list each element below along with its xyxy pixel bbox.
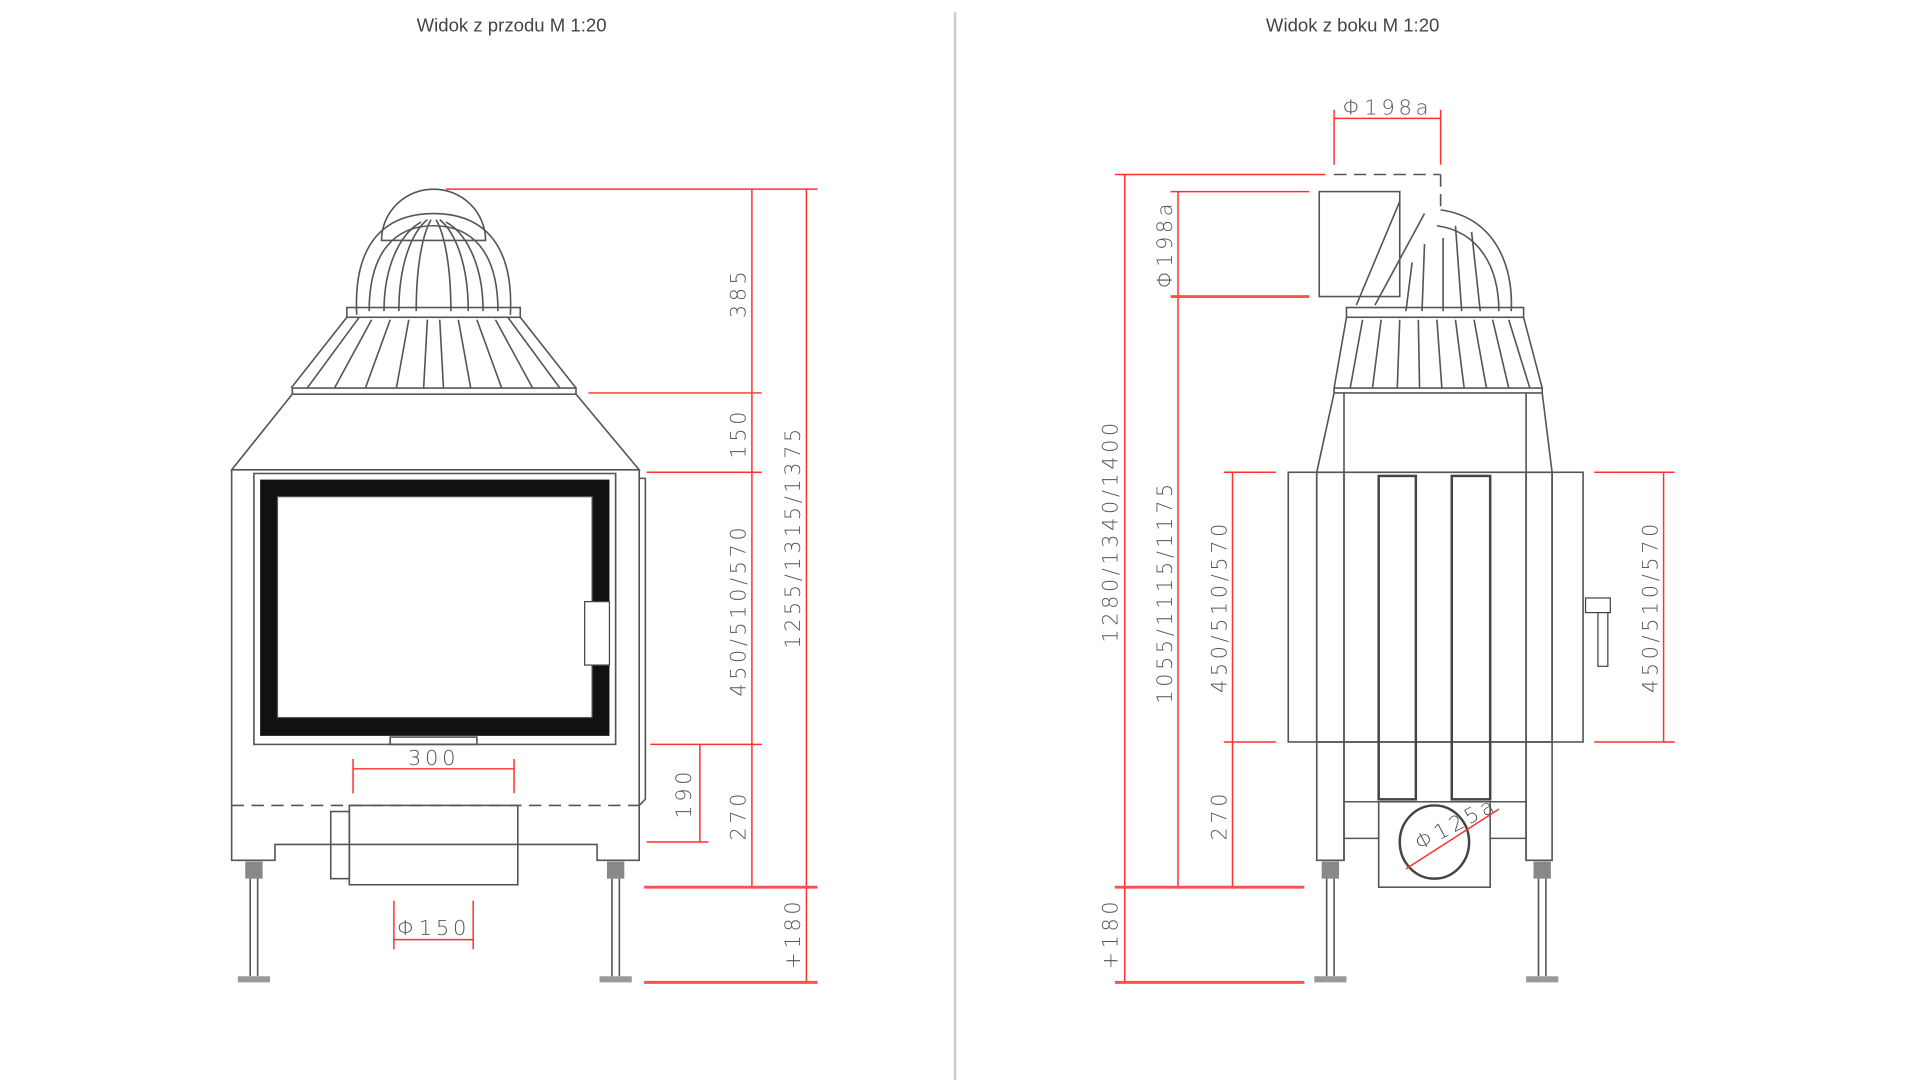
side-view-title: Widok z boku M 1:20 [1266, 15, 1439, 36]
leg-right [599, 861, 632, 983]
leg-left [237, 861, 271, 983]
dim-side-flue: Φ198a [1153, 200, 1177, 288]
dim-flue-height: 1055/1115/1175 [1153, 480, 1177, 704]
side-view: Widok z boku M 1:20 [1098, 15, 1675, 984]
door-handle-side [1584, 597, 1611, 614]
dim-385: 385 [727, 268, 751, 319]
dim-door-height-side: 450/510/570 [1207, 520, 1231, 693]
side-dimensions: Φ198a Φ198a 1280/1340/1400 1055/1115/117… [1098, 96, 1675, 984]
dim-legs-side: +180 [1098, 898, 1122, 970]
fireplace-front [229, 188, 647, 983]
dim-300: 300 [408, 746, 459, 770]
dim-270-side: 270 [1207, 790, 1231, 841]
leg-right-side [1526, 861, 1559, 983]
dim-total-height-side: 1280/1340/1400 [1098, 419, 1122, 643]
dim-door-height: 450/510/570 [727, 524, 751, 697]
fireplace-side [1287, 173, 1611, 983]
dim-270: 270 [727, 790, 751, 841]
leg-left-side [1314, 861, 1347, 983]
front-view: Widok z przodu M 1:20 [229, 15, 818, 984]
dim-panel-height: 450/510/570 [1638, 520, 1662, 693]
front-view-title: Widok z przodu M 1:20 [417, 15, 607, 36]
air-inlet-circle [1398, 804, 1471, 880]
dim-150: 150 [727, 408, 751, 459]
front-dimensions: 385 150 450/510/570 1255/1315/1375 190 2… [352, 188, 818, 984]
dim-flue-diameter: Φ150 [397, 916, 470, 940]
dim-top-flue: Φ198a [1342, 96, 1432, 120]
door-handle [584, 601, 611, 666]
dim-190: 190 [672, 768, 696, 819]
dim-total-height: 1255/1315/1375 [781, 425, 805, 649]
dim-legs: +180 [781, 898, 805, 970]
